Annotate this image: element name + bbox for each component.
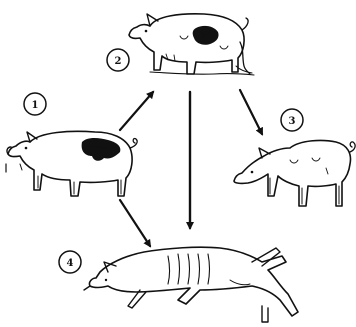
- pig-2-sick-illustration: [129, 14, 254, 75]
- pig-3-recovered-illustration: [234, 140, 355, 206]
- stage-number-3: 3: [289, 116, 296, 127]
- stage-number-4: 4: [67, 258, 74, 269]
- arrow-1-to-4: [120, 200, 150, 246]
- stage-label-1: 1: [24, 93, 46, 115]
- stage-label-3: 3: [281, 109, 303, 131]
- pig-4-dead-illustration: [84, 247, 298, 322]
- arrows: [120, 90, 262, 246]
- stage-number-1: 1: [32, 100, 39, 111]
- stage-label-2: 2: [107, 49, 129, 71]
- pig-1-healthy-illustration: [6, 131, 137, 196]
- stage-label-4: 4: [59, 251, 81, 273]
- arrow-1-to-2: [120, 92, 153, 130]
- arrow-2-to-3: [240, 90, 262, 134]
- stage-number-2: 2: [115, 56, 122, 67]
